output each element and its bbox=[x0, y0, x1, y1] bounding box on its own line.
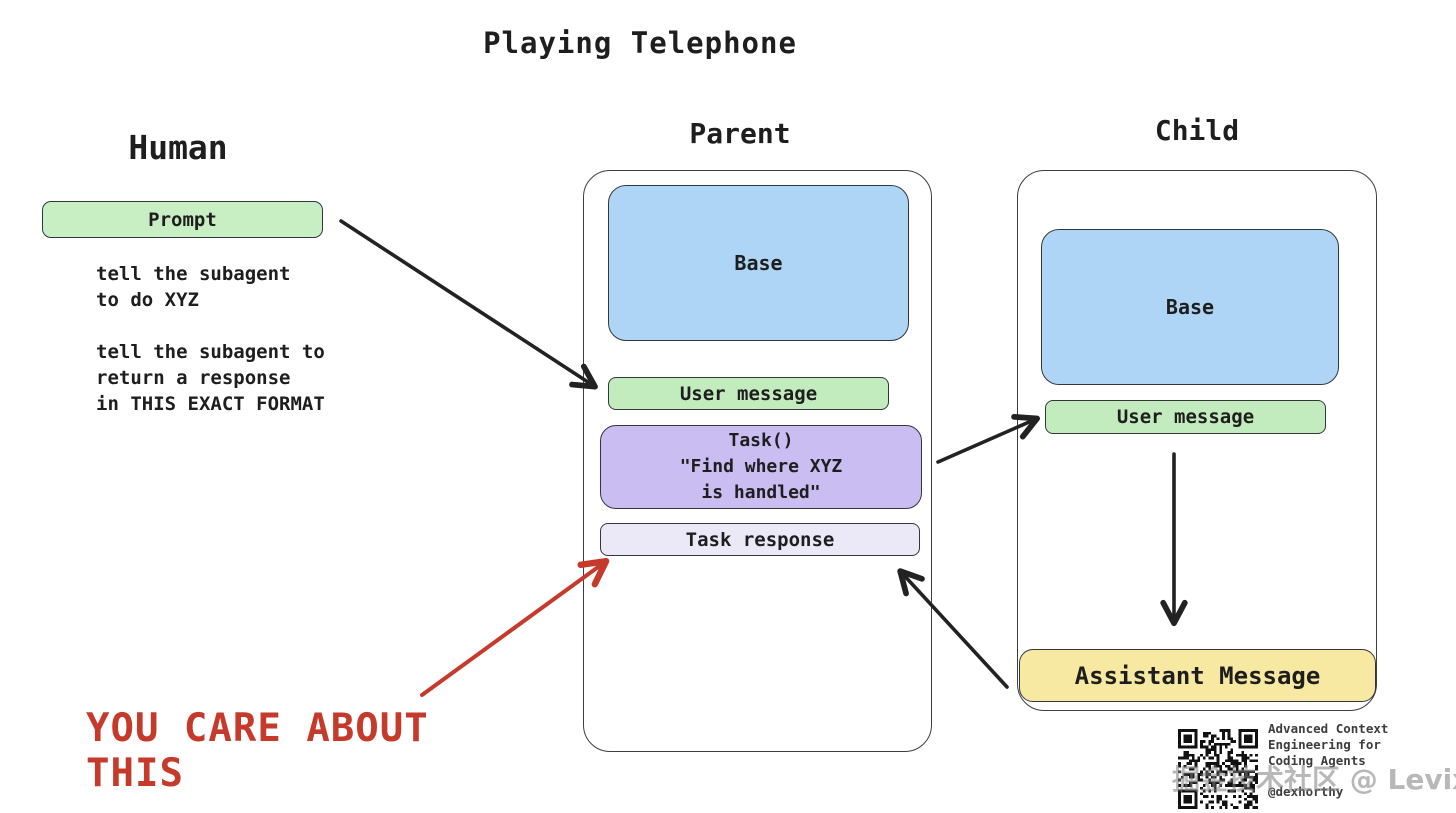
child-user-message-label: User message bbox=[1116, 406, 1255, 428]
child-column-label: Child bbox=[1154, 114, 1240, 147]
parent-task-response-label: Task response bbox=[685, 528, 835, 551]
prompt-label: Prompt bbox=[148, 208, 217, 231]
human-column-label: Human bbox=[128, 128, 228, 167]
human-note-exact-format: tell the subagent to return a response i… bbox=[96, 341, 325, 415]
child-assistant-message-box: Assistant Message bbox=[1019, 649, 1376, 702]
qr-finder-bottom-left bbox=[1178, 789, 1198, 809]
child-base-label: Base bbox=[1165, 295, 1215, 319]
parent-task-response-box: Task response bbox=[600, 523, 920, 556]
child-assistant-message-label: Assistant Message bbox=[1074, 661, 1321, 690]
parent-context-window: Base User message Task() "Find where XYZ… bbox=[583, 170, 932, 752]
child-base-box: Base bbox=[1041, 229, 1339, 385]
parent-base-label: Base bbox=[734, 251, 783, 275]
parent-user-message-box: User message bbox=[608, 377, 889, 410]
child-user-message-box: User message bbox=[1045, 400, 1326, 434]
footer-credit-text: Advanced Context Engineering for Coding … bbox=[1268, 721, 1389, 768]
prompt-box: Prompt bbox=[42, 201, 323, 238]
qr-code bbox=[1178, 729, 1258, 809]
you-care-annotation: YOU CARE ABOUT THIS bbox=[86, 706, 429, 796]
child-context-window: Base User message Assistant Message bbox=[1017, 170, 1377, 711]
parent-task-box: Task() "Find where XYZ is handled" bbox=[600, 425, 922, 509]
parent-column-label: Parent bbox=[689, 117, 791, 150]
footer-handle: @dexhorthy bbox=[1268, 784, 1344, 799]
parent-user-message-label: User message bbox=[679, 382, 818, 405]
human-note-do-xyz: tell the subagent to do XYZ bbox=[96, 263, 291, 311]
qr-finder-top-left bbox=[1178, 729, 1198, 749]
diagram-title: Playing Telephone bbox=[483, 26, 797, 60]
parent-base-box: Base bbox=[608, 185, 909, 341]
watermark: 掘金技术社区 @ Levix bbox=[1172, 763, 1456, 796]
arrow-you-care-to-task-response bbox=[420, 558, 610, 697]
qr-finder-top-right bbox=[1238, 729, 1258, 749]
